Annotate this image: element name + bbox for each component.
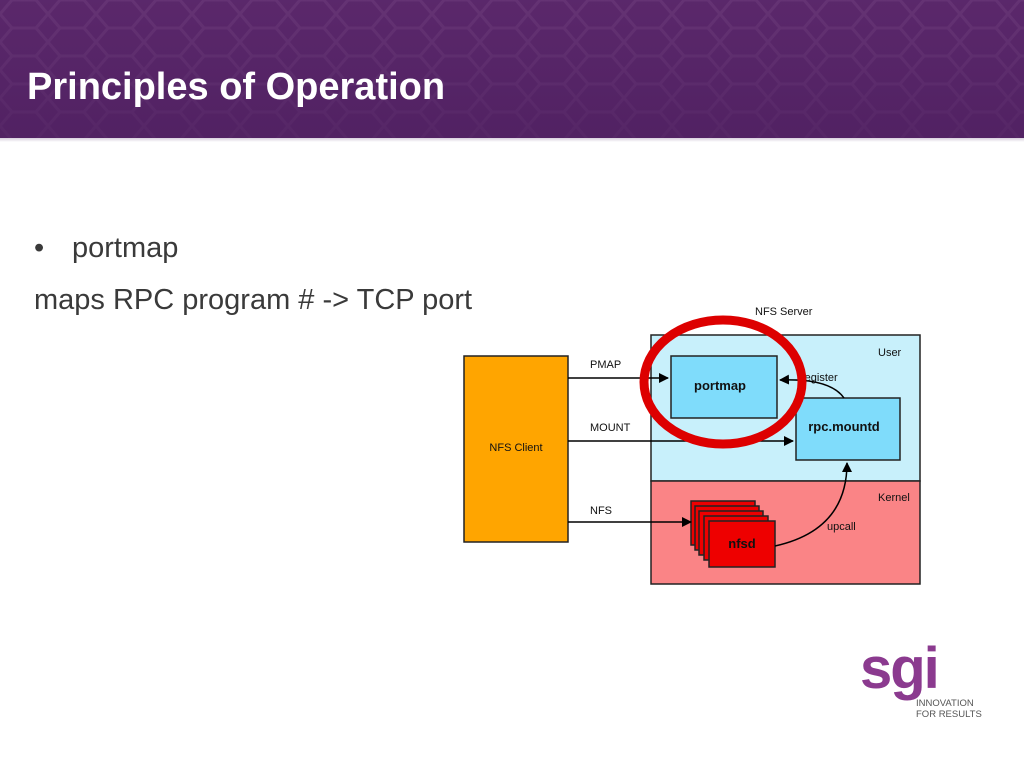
bullet-list: • portmap maps RPC program # -> TCP port [34,222,472,326]
mountd-box [795,397,901,461]
bullet-item: • portmap [34,222,472,274]
nfsd-label: nfsd [728,536,756,551]
pmap-label: PMAP [590,359,621,371]
header-divider [0,138,1024,142]
register-label: register [801,372,838,384]
portmap-label: portmap [694,378,746,393]
logo-tagline-1: INNOVATION [916,698,974,709]
bullet-text: portmap [72,232,179,264]
logo-brand: sgi [860,636,938,701]
nfsd-box-front [708,520,776,568]
nfs-client-box [463,355,569,543]
portmap-box [670,355,778,419]
bullet-subtext: maps RPC program # -> TCP port [34,284,473,316]
nfs-client-label: NFS Client [489,442,542,454]
mount-label: MOUNT [590,422,631,434]
nfsd-stack: nfsd [690,500,776,568]
upcall-arrow [774,462,852,547]
slide-header: Principles of Operation [0,0,1024,138]
mountd-label: rpc.mountd [808,419,880,434]
server-label: NFS Server [755,306,813,318]
kernel-zone [650,480,921,585]
highlight-circle [639,315,807,449]
logo-tagline-2: FOR RESULTS [916,709,982,720]
register-arrow [779,374,845,399]
nfs-label: NFS [590,505,612,517]
bullet-dot-icon: • [34,232,45,264]
sgi-logo: sgi INNOVATION FOR RESULTS [860,636,982,720]
kernel-label: Kernel [878,492,910,504]
hexagon-pattern [0,0,1024,138]
nfs-diagram: NFS Server User Kernel NFS Client portma… [463,306,921,585]
upcall-label: upcall [827,521,856,533]
user-label: User [878,347,902,359]
slide-title: Principles of Operation [27,66,446,108]
